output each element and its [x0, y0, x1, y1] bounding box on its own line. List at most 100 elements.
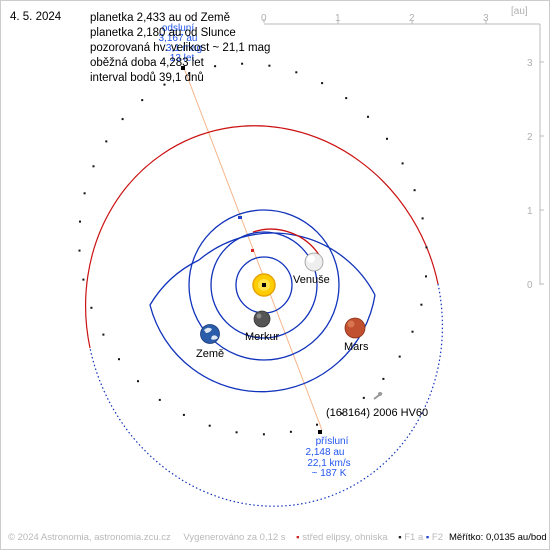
- aphelion-speed: 3,1 mag: [166, 43, 202, 54]
- asteroid-marker: [373, 392, 383, 400]
- mercury-label: Merkur: [245, 331, 280, 343]
- orbit-point: [118, 358, 120, 361]
- info-sun-distance: planetka 2,180 au od Slunce: [90, 27, 236, 39]
- x-tick-label-2: 2: [409, 13, 415, 24]
- y-tick-label-0: 0: [527, 280, 533, 291]
- orbit-point: [137, 380, 139, 383]
- y-tick-label-1: 1: [527, 206, 533, 217]
- orbit-point: [362, 396, 365, 399]
- mars-icon: [344, 317, 366, 339]
- orbit-point: [425, 246, 428, 249]
- info-earth-distance: planetka 2,433 au od Země: [90, 12, 231, 24]
- orbit-point: [241, 62, 244, 65]
- orbit-point: [413, 189, 416, 192]
- orbit-point: [401, 162, 404, 165]
- x-tick-label-3: 3: [483, 13, 489, 24]
- info-period: oběžná doba 4,283 let: [90, 57, 204, 69]
- info-point-interval: interval bodů 39,1 dnů: [90, 72, 204, 84]
- orbit-point: [79, 220, 81, 223]
- info-block: planetka 2,433 au od Země planetka 2,180…: [90, 11, 270, 86]
- orbit-point: [382, 377, 385, 380]
- orbit-point: [268, 64, 271, 67]
- mercury-icon: [253, 310, 271, 328]
- orbit-point: [90, 306, 93, 309]
- perihelion-title: přísluní: [316, 436, 349, 447]
- orbit-point: [295, 71, 298, 74]
- orbit-point: [345, 97, 348, 100]
- orbit-point: [289, 430, 292, 433]
- orbit-point: [398, 355, 401, 358]
- perihelion-temperature: ~ 187 K: [312, 468, 347, 479]
- venus-orbit: [210, 231, 318, 339]
- aphelion-marker: [181, 66, 185, 70]
- aphelion-title: odsluní: [162, 23, 194, 34]
- venus-highlight: [307, 255, 315, 263]
- venus-label: Venuše: [293, 274, 330, 286]
- orbit-point: [105, 140, 108, 143]
- perihelion-speed: 22,1 km/s: [307, 458, 350, 469]
- asteroid-orbit-points: [78, 62, 428, 436]
- orbit-point: [92, 165, 95, 168]
- earth-label: Země: [196, 348, 224, 360]
- footer-legend-center: střed elipsy, ohniska: [302, 532, 388, 543]
- orbit-point: [340, 412, 343, 415]
- orbit-point: [182, 413, 185, 416]
- orbit-point: [316, 423, 318, 426]
- orbit-point: [102, 333, 105, 336]
- footer-legend-f1: F1 a: [404, 532, 424, 543]
- x-tick-label-0: 0: [261, 13, 267, 24]
- planet-orbits: [149, 209, 376, 393]
- orbit-point: [158, 398, 161, 401]
- date-label: 4. 5. 2024: [10, 11, 62, 23]
- orbit-point: [163, 83, 166, 86]
- earth-clouds: [204, 327, 218, 340]
- axis-unit: [au]: [511, 6, 528, 17]
- asteroid-dot: [378, 392, 382, 396]
- orbit-point: [425, 275, 427, 278]
- orbit-point: [188, 72, 190, 75]
- footer: © 2024 Astronomia, astronomia.zcu.cz Vyg…: [8, 532, 547, 543]
- orbit-point: [386, 137, 388, 140]
- orbit-point: [82, 278, 85, 281]
- orbit-point: [420, 303, 423, 306]
- center-dot-icon: ▪: [296, 532, 300, 543]
- mars-orbit-north: [198, 232, 376, 296]
- y-tick-label-2: 2: [527, 132, 533, 143]
- info-magnitude: pozorovaná hv. velikost ~ 21,1 mag: [90, 42, 271, 54]
- orbit-point: [78, 249, 81, 252]
- ellipse-center-marker: [251, 249, 254, 252]
- earth-icon: [200, 324, 220, 344]
- orbit-point: [83, 192, 86, 195]
- perihelion-distance: 2,148 au: [306, 447, 345, 458]
- earth-orbit: [188, 209, 340, 361]
- focus-marker: [238, 216, 242, 219]
- orbit-point: [321, 82, 324, 85]
- orbit-point: [411, 330, 414, 333]
- axis-labels: 0 1 2 3 [au] 3 2 1 0: [261, 6, 533, 291]
- x-tick-label-1: 1: [335, 13, 341, 24]
- orbit-point: [214, 65, 217, 68]
- mars-orbit-rest: [149, 259, 376, 393]
- aphelion-temperature: 13 let: [170, 53, 195, 64]
- orbit-point: [208, 424, 211, 427]
- venus-icon: [304, 252, 324, 272]
- footer-scale: Měřítko: 0,0135 au/bod: [449, 532, 547, 543]
- orbit-point: [235, 431, 238, 434]
- focus2-dot-icon: ▪: [425, 532, 430, 543]
- orbit-point: [121, 118, 124, 121]
- orbit-point: [262, 433, 265, 436]
- perihelion-marker: [318, 430, 322, 434]
- mars-highlight: [347, 320, 355, 328]
- y-tick-label-3: 3: [527, 58, 533, 69]
- axes: [263, 19, 544, 285]
- footer-legend-f2: F2: [431, 532, 443, 543]
- asteroid-orbit: [85, 125, 443, 507]
- aphelion-distance: 3,167 au: [159, 33, 198, 44]
- asteroid-name-label: (168164) 2006 HV60: [326, 407, 428, 419]
- orbit-point: [141, 99, 144, 102]
- footer-copyright: © 2024 Astronomia, astronomia.zcu.cz: [8, 532, 171, 543]
- mercury-highlight: [256, 313, 262, 319]
- orbit-point: [421, 217, 424, 220]
